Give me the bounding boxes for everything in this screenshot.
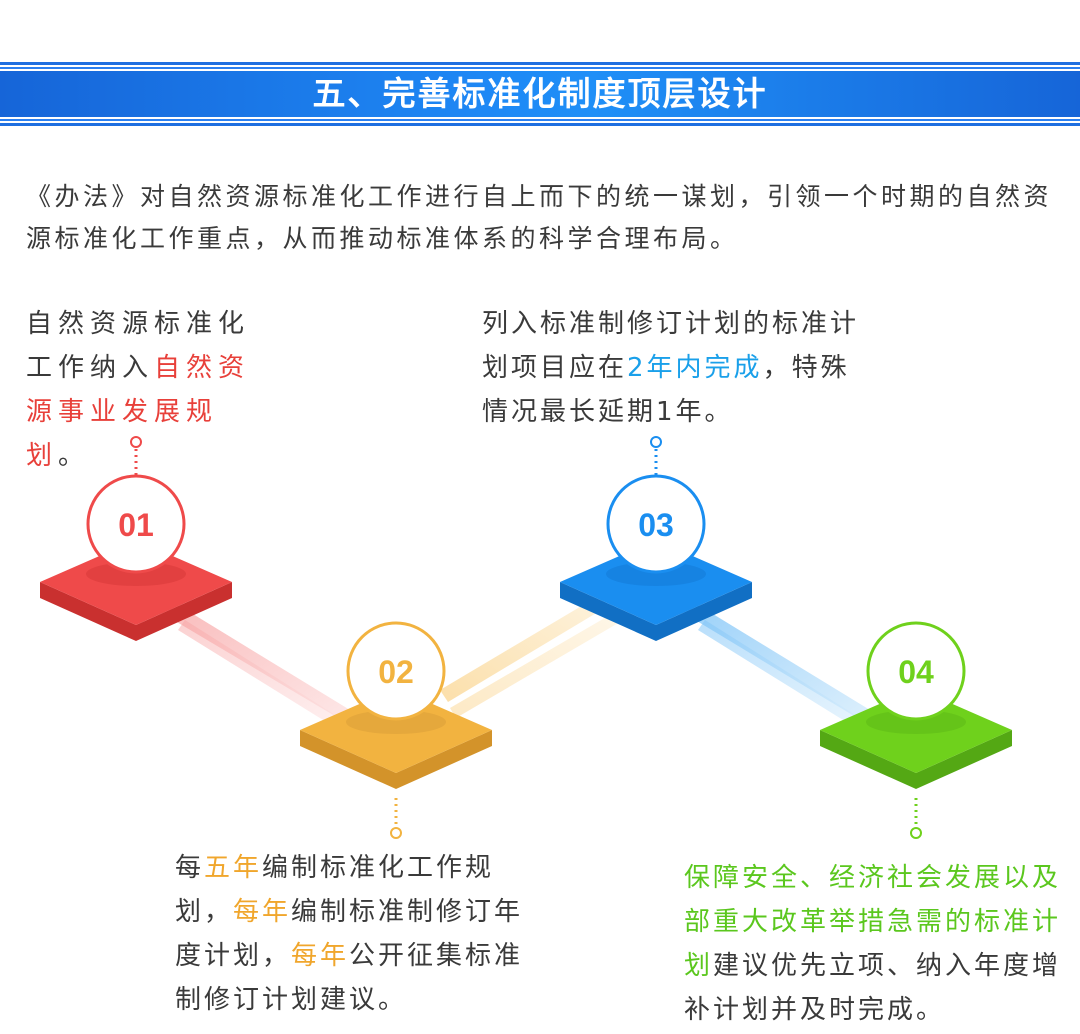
connector-03-04 — [682, 600, 870, 728]
step-03-text-a: 列入标准制修订计划的标准计划项目应在 — [482, 309, 860, 383]
step-01-highlight-a: 自然资 — [154, 353, 251, 383]
step-04-text-a: 建议优先立项、纳入年度增补计划并及时完成。 — [684, 951, 1062, 1025]
connector-01-02 — [160, 600, 350, 728]
banner-top-rule-thin — [0, 67, 1080, 69]
step-02-tile: 02 — [300, 621, 492, 789]
step-01-tile: 01 — [40, 474, 232, 641]
step-04-number: 04 — [898, 654, 934, 690]
step-02-text-c: 编制标准制修订年度计划， — [175, 897, 524, 971]
leader-02 — [390, 798, 402, 839]
leader-01 — [130, 436, 142, 476]
step-02-highlight-a: 五年 — [204, 853, 263, 883]
step-03-number: 03 — [638, 507, 674, 543]
step-02-text-a: 每 — [175, 853, 205, 883]
step-03-text: 列入标准制修订计划的标准计划项目应在2年内完成，特殊情况最长延期1年。 — [482, 302, 862, 434]
step-02-highlight-b: 每年 — [233, 897, 292, 927]
step-04-tile: 04 — [820, 621, 1012, 789]
section-banner: 五、完善标准化制度顶层设计 — [0, 62, 1080, 126]
banner-bottom-rule — [0, 123, 1080, 126]
step-01-circle — [86, 474, 186, 574]
step-03-text-b: ，特殊情况最长延期1年。 — [482, 353, 850, 427]
step-02-number: 02 — [378, 654, 414, 690]
step-04-text: 保障安全、经济社会发展以及部重大改革举措急需的标准计划建议优先立项、纳入年度增补… — [684, 856, 1064, 1032]
step-02-highlight-c: 每年 — [291, 941, 350, 971]
step-04-circle — [866, 621, 966, 721]
step-03-tile: 03 — [560, 474, 752, 641]
step-03-highlight: 2年内完成 — [627, 353, 763, 383]
leader-04 — [910, 798, 922, 839]
step-02-text: 每五年编制标准化工作规划，每年编制标准制修订年度计划，每年公开征集标准制修订计划… — [175, 846, 535, 1022]
step-02-text-b: 编制标准化工作规划， — [175, 853, 495, 927]
banner-band — [0, 71, 1080, 117]
process-diagram: 01 02 03 04 — [40, 436, 1012, 839]
step-02-text-d: 公开征集标准制修订计划建议。 — [175, 941, 524, 1015]
banner-bottom-rule-thin — [0, 119, 1080, 121]
leader-03 — [650, 436, 662, 476]
banner-top-rule — [0, 62, 1080, 65]
step-01-text-c: 。 — [58, 441, 91, 471]
step-02-circle — [346, 621, 446, 721]
step-04-highlight: 保障安全、经济社会发展以及部重大改革举措急需的标准计划 — [684, 863, 1062, 981]
section-title: 五、完善标准化制度顶层设计 — [312, 74, 768, 113]
step-01-highlight-b: 源事业发展规划 — [26, 397, 219, 471]
step-01-text-a: 自然资源标准化 — [26, 309, 251, 339]
step-01-text-b: 工作纳入 — [26, 353, 155, 383]
intro-paragraph: 《办法》对自然资源标准化工作进行自上而下的统一谋划，引领一个时期的自然资源标准化… — [26, 182, 1053, 253]
connector-02-03 — [440, 595, 620, 718]
step-01-text: 自然资源标准化工作纳入自然资源事业发展规划。 — [26, 302, 276, 478]
step-01-number: 01 — [118, 507, 154, 543]
step-03-circle — [606, 474, 706, 574]
